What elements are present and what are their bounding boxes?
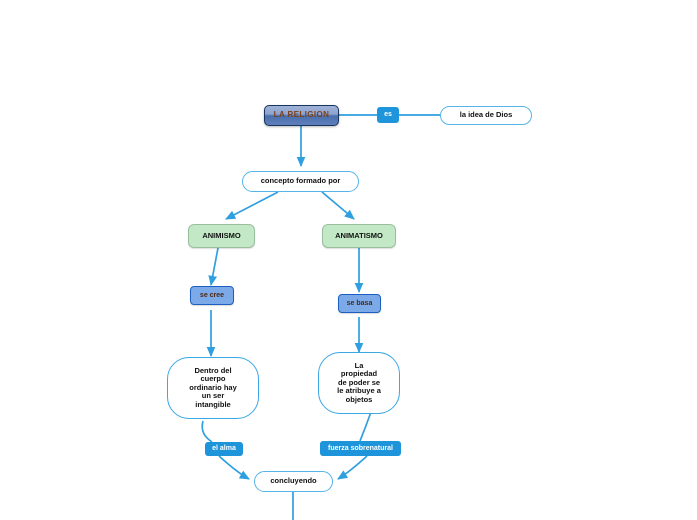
node-dentro-del-cuerpo-label: Dentro del cuerpo ordinario hay un ser i… — [189, 366, 237, 409]
node-dentro-del-cuerpo[interactable]: Dentro del cuerpo ordinario hay un ser i… — [167, 357, 259, 419]
node-concepto-formado-por[interactable]: concepto formado por — [242, 171, 359, 192]
node-concepto-formado-por-label: concepto formado por — [260, 176, 341, 186]
node-fuerza-sobrenatural[interactable]: fuerza sobrenatural — [320, 441, 401, 456]
node-la-religion[interactable]: LA RELIGION — [264, 105, 339, 126]
node-fuerza-sobrenatural-label: fuerza sobrenatural — [328, 444, 393, 452]
edge-fuerza-to-concluyendo — [337, 455, 368, 480]
node-se-basa[interactable]: se basa — [338, 294, 381, 313]
node-el-alma-label: el alma — [212, 445, 236, 453]
node-la-religion-label: LA RELIGION — [273, 110, 330, 120]
edge-animismo-to-secree — [208, 247, 219, 287]
node-la-propiedad-de-poder[interactable]: La propiedad de poder se le atribuye a o… — [318, 352, 400, 414]
edge-concepto-to-animatismo — [321, 191, 355, 220]
node-animismo[interactable]: ANIMISMO — [188, 224, 255, 248]
node-animatismo-label: ANIMATISMO — [335, 230, 383, 240]
node-la-idea-de-dios-label: la idea de Dios — [459, 110, 513, 120]
edge-elalma-to-concluyendo — [218, 455, 250, 480]
node-es-label: es — [384, 111, 392, 119]
node-concluyendo-label: concluyendo — [270, 476, 317, 486]
node-la-propiedad-de-poder-label: La propiedad de poder se le atribuye a o… — [337, 361, 381, 404]
node-concluyendo[interactable]: concluyendo — [254, 471, 333, 492]
node-es[interactable]: es — [377, 107, 399, 123]
node-se-cree-label: se cree — [199, 291, 225, 299]
edge-propiedad-to-fuerza — [359, 411, 372, 442]
node-el-alma[interactable]: el alma — [205, 442, 243, 456]
node-se-basa-label: se basa — [346, 299, 373, 307]
node-se-cree[interactable]: se cree — [190, 286, 234, 305]
edge-concepto-to-animismo — [225, 191, 279, 220]
edge-dentro-to-elalma — [201, 420, 213, 443]
node-animatismo[interactable]: ANIMATISMO — [322, 224, 396, 248]
node-la-idea-de-dios[interactable]: la idea de Dios — [440, 106, 532, 125]
node-animismo-label: ANIMISMO — [202, 230, 241, 240]
